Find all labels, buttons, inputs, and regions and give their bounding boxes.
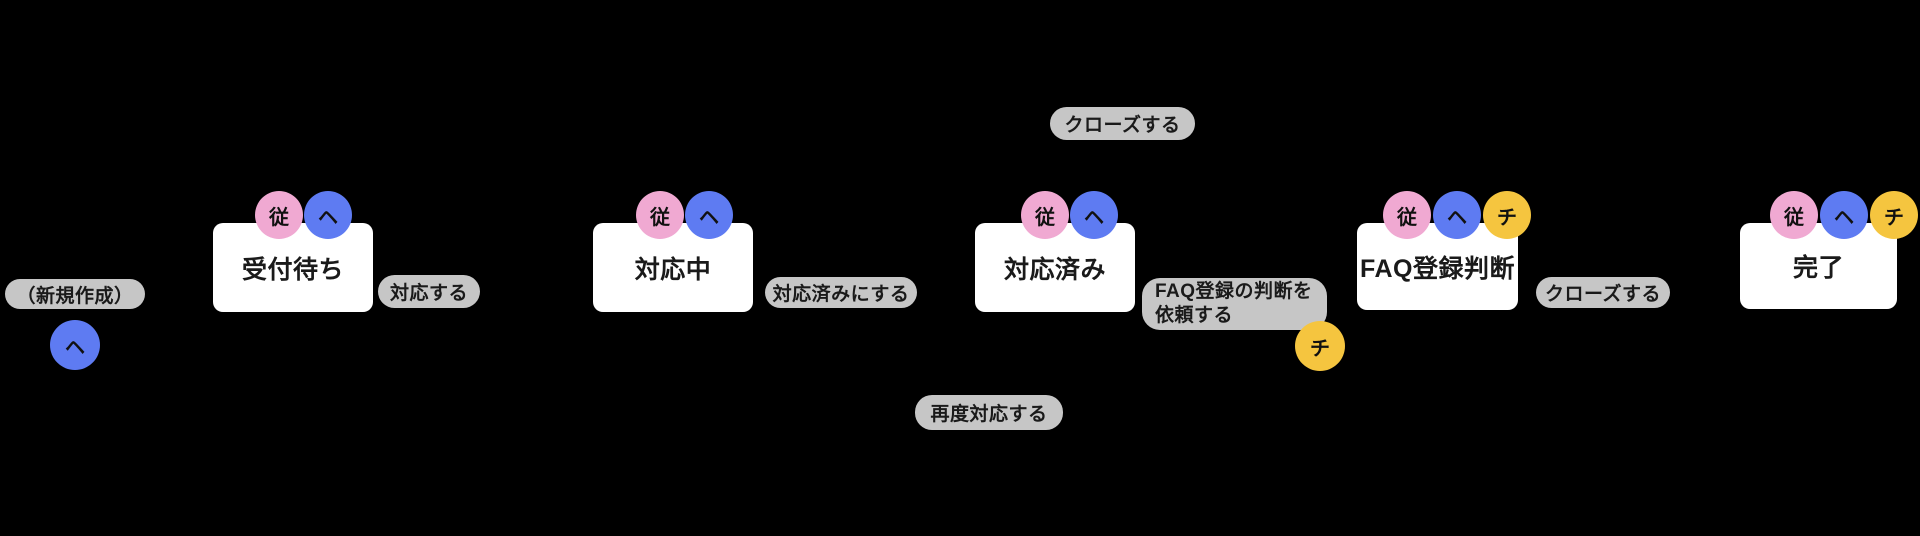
transition-mark-done-badge: 対応済みにする bbox=[765, 277, 917, 308]
transition-close-top-badge: クローズする bbox=[1050, 107, 1195, 140]
state-waiting-box: 受付待ち bbox=[213, 223, 373, 312]
role-chi-circle: チ bbox=[1483, 191, 1531, 239]
state-in-progress-box: 対応中 bbox=[593, 223, 753, 312]
state-faq-judgement-box: FAQ登録判断 bbox=[1357, 223, 1518, 310]
role-he-circle: ヘ bbox=[685, 191, 733, 239]
transition-faq-request-badge: FAQ登録の判断を 依頼する bbox=[1142, 278, 1327, 330]
role-he-circle: ヘ bbox=[304, 191, 352, 239]
transition-close-right-badge: クローズする bbox=[1536, 277, 1670, 308]
role-he-circle: ヘ bbox=[50, 320, 100, 370]
role-chi-circle: チ bbox=[1295, 321, 1345, 371]
role-ju-circle: 従 bbox=[255, 191, 303, 239]
role-ju-circle: 従 bbox=[1021, 191, 1069, 239]
role-ju-circle: 従 bbox=[1383, 191, 1431, 239]
transition-faq-request-line2: 依頼する bbox=[1155, 305, 1234, 326]
role-ju-circle: 従 bbox=[1770, 191, 1818, 239]
transition-faq-request-line1: FAQ登録の判断を bbox=[1155, 281, 1313, 302]
transition-respond-again-badge: 再度対応する bbox=[915, 395, 1063, 430]
role-chi-circle: チ bbox=[1870, 191, 1918, 239]
state-done-box: 対応済み bbox=[975, 223, 1135, 312]
transition-respond-badge: 対応する bbox=[378, 275, 480, 308]
state-complete-box: 完了 bbox=[1740, 223, 1897, 309]
role-he-circle: ヘ bbox=[1820, 191, 1868, 239]
role-he-circle: ヘ bbox=[1433, 191, 1481, 239]
role-he-circle: ヘ bbox=[1070, 191, 1118, 239]
role-ju-circle: 従 bbox=[636, 191, 684, 239]
transition-new-badge: （新規作成） bbox=[5, 279, 145, 309]
